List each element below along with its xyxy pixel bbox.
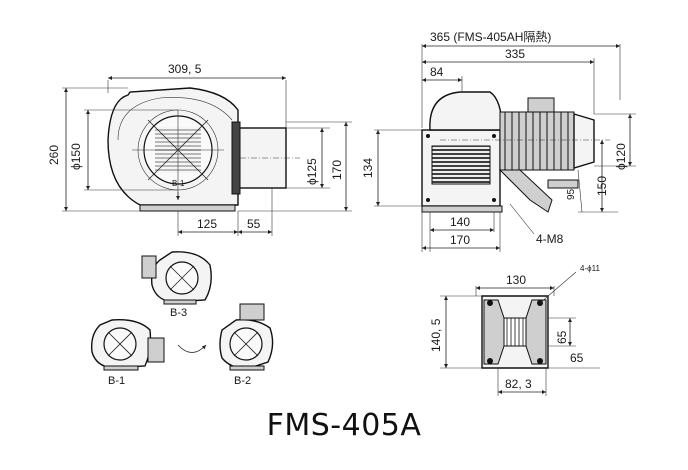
side-support-foot <box>498 169 553 213</box>
base-slot-depth-label: 65 <box>555 330 569 344</box>
side-base <box>421 205 503 213</box>
side-motor-dia-label: ϕ120 <box>614 143 628 170</box>
front-height-label: 260 <box>47 145 61 165</box>
front-outlet-height-label: 170 <box>330 160 344 180</box>
base-width-label: 130 <box>506 273 526 287</box>
orientation-label-b3: B-3 <box>170 307 187 319</box>
rotation-arrow <box>177 344 207 353</box>
side-terminal-box <box>527 97 555 113</box>
side-motor-cover <box>573 113 595 169</box>
orientation-b2: B-2 <box>219 303 274 387</box>
side-flange-motor-label: 84 <box>430 65 444 79</box>
side-outlet-grille <box>431 145 491 185</box>
side-housing <box>429 91 503 131</box>
side-motor <box>499 111 575 171</box>
side-view: 365 (FMS-405AH隔熱) 335 84 ϕ120 150 95 134… <box>361 30 636 252</box>
base-holes-label: 4-ϕ11 <box>580 264 600 273</box>
side-foot-height-label: 95 <box>566 188 577 200</box>
orientation-b1: B-1 <box>90 319 165 387</box>
front-base <box>139 204 236 212</box>
base-slot-width-label: 82, 3 <box>505 377 532 391</box>
side-base-outer-label: 170 <box>450 233 470 247</box>
orientation-label-b2: B-2 <box>234 375 251 387</box>
side-bolt-holes-label: 4-M8 <box>536 232 564 246</box>
orientation-label-b1: B-1 <box>108 375 125 387</box>
orientation-b3: B-3 <box>141 251 212 319</box>
front-base-offset-label: 125 <box>197 217 217 231</box>
side-axis-height-label: 150 <box>595 176 609 196</box>
front-view: B-1 309, 5 260 ϕ150 ϕ125 170 125 55 <box>47 62 352 236</box>
front-flange-depth-label: 55 <box>247 217 261 231</box>
side-length-ah-label: 365 (FMS-405AH隔熱) <box>430 30 551 44</box>
front-outlet-dia-label: ϕ125 <box>305 158 319 185</box>
base-offset-label: 65 <box>570 351 584 365</box>
front-view-tag: B-1 <box>172 179 185 188</box>
side-base-inner-label: 140 <box>450 215 470 229</box>
front-width-label: 309, 5 <box>168 62 202 76</box>
front-outlet-flange <box>231 121 241 195</box>
base-view: 130 4-ϕ11 140, 5 65 65 82, 3 <box>429 264 600 396</box>
side-outlet-height-label: 134 <box>361 158 375 178</box>
model-title: FMS-405A <box>266 408 422 443</box>
side-length-label: 335 <box>505 47 525 61</box>
front-inlet-dia-label: ϕ150 <box>69 143 83 170</box>
base-depth-label: 140, 5 <box>429 318 443 352</box>
